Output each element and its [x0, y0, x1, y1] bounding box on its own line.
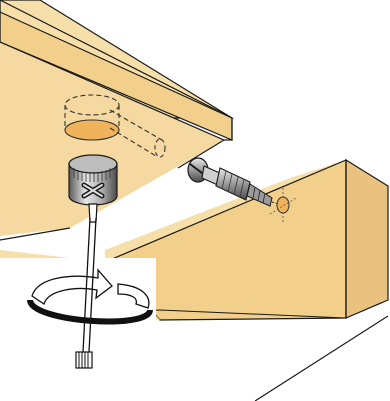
upper-panel [0, 0, 232, 240]
rotation-arrow [0, 258, 156, 344]
cam-lock [69, 155, 117, 205]
lower-panel-side-face [346, 160, 388, 318]
cam-hole-opening [65, 120, 119, 140]
